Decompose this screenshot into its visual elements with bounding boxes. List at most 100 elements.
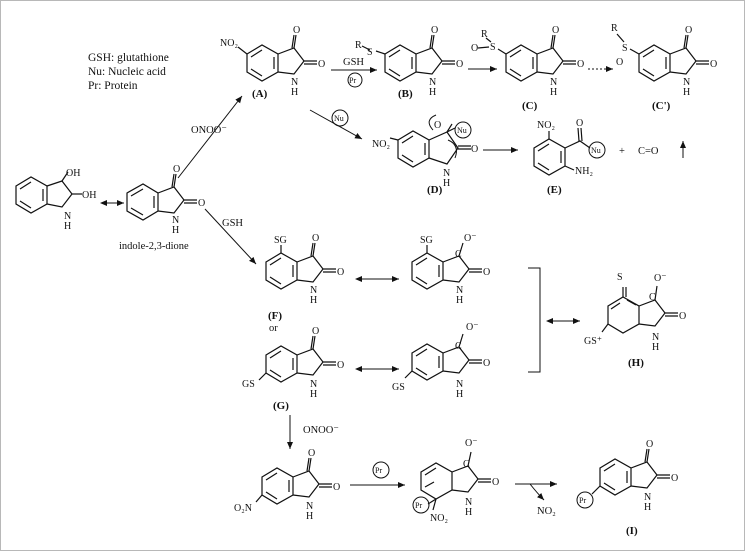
no2-loss-arrow (529, 483, 545, 501)
atom-o: O (471, 144, 478, 155)
label-B: (B) (398, 88, 413, 100)
reagent-onoo-top: ONOO⁻ (191, 125, 227, 136)
atom-sg: SG (420, 235, 433, 246)
atom-h: H (310, 389, 317, 400)
atom-h: H (550, 87, 557, 98)
isatin-name: indole-2,3-dione (119, 241, 189, 252)
atom-h: H (465, 507, 472, 518)
arrow-to-F (204, 208, 257, 265)
atom-o: O (431, 25, 438, 36)
atom-pr: Pr (579, 496, 586, 505)
atom-r: R (481, 29, 488, 40)
pr-circle-I (576, 491, 594, 509)
reagent-no2-loss: NO₂ (537, 506, 556, 517)
atom-h: H (429, 87, 436, 98)
bond-r-s (361, 45, 371, 51)
atom-n: N (443, 168, 450, 179)
atom-h: H (172, 225, 179, 236)
atom-o: O (337, 267, 344, 278)
pr-circle-adduct (412, 496, 430, 514)
legend-nu: Nu: Nucleic acid (88, 66, 166, 78)
atom-o: O (710, 59, 717, 70)
atom-n: N (291, 77, 298, 88)
atom-n: N (644, 492, 651, 503)
compound-A: NO₂ O O N H (A) (220, 25, 325, 100)
atom-c: C (649, 292, 656, 303)
atom-h: H (456, 389, 463, 400)
label-F: (F) (268, 310, 282, 322)
atom-o: O (492, 477, 499, 488)
atom-n: N (306, 501, 313, 512)
atom-h: H (683, 87, 690, 98)
atom-oh-2: OH (82, 190, 96, 201)
label-I: (I) (626, 525, 638, 537)
atom-o: O (434, 120, 441, 131)
atom-n: N (310, 285, 317, 296)
label-C: (C) (522, 100, 538, 112)
compound-E: Nu NO₂ O NH₂ (E) (533, 118, 606, 196)
atom-c: C (455, 341, 462, 352)
atom-pr: Pr (415, 501, 422, 510)
reagent-gsh-mid: GSH (222, 218, 243, 229)
dihydroxyindole-structure: OH OH N H (15, 168, 96, 232)
atom-r: R (355, 40, 362, 51)
atom-n: N (64, 211, 71, 222)
compound-pr-adduct: Pr NO₂ C O⁻ O N H (412, 438, 499, 524)
atom-o: O (552, 25, 559, 36)
atom-o-minus: O⁻ (466, 322, 479, 333)
nu-circle-D (454, 121, 472, 139)
curved-arrow (428, 114, 437, 131)
compound-B: O O N H (B) (375, 25, 463, 100)
atom-o: O (198, 198, 205, 209)
legend: GSH: glutathione Nu: Nucleic acid Pr: Pr… (88, 51, 169, 93)
bracket (528, 267, 541, 373)
atom-o: O (679, 311, 686, 322)
compound-D: Nu O NO₂ O N H (D) (372, 114, 478, 196)
atom-o-minus: O⁻ (654, 273, 667, 284)
atom-o: O (456, 59, 463, 70)
atom-s-top: S (617, 272, 623, 283)
atom-o: O (337, 360, 344, 371)
atom-nu: Nu (457, 126, 467, 135)
atom-n: N (310, 379, 317, 390)
label-H: (H) (628, 357, 644, 369)
atom-s: S (490, 42, 496, 53)
atom-o: O (685, 25, 692, 36)
reagent-gsh-top: GSH (343, 57, 364, 68)
label-E: (E) (547, 184, 562, 196)
atom-gs-plus: GS⁺ (584, 336, 602, 347)
co-product: C=O (638, 146, 659, 157)
atom-no2: NO₂ (430, 513, 448, 524)
atom-s: S (367, 47, 373, 58)
nu-circle-E (588, 141, 606, 159)
atom-n: N (172, 215, 179, 226)
isatin-structure: O O N H indole-2,3-dione (119, 164, 205, 252)
compound-F-resonance: SG C O⁻ O N H (411, 233, 490, 306)
atom-oh-3: OH (66, 168, 80, 179)
nu-circle (331, 109, 349, 127)
atom-r: R (611, 23, 618, 34)
atom-s: S (622, 43, 628, 54)
atom-c: C (463, 459, 470, 470)
atom-o: O (646, 439, 653, 450)
compound-I: Pr O O N H (I) (576, 439, 678, 537)
atom-o: O (308, 448, 315, 459)
arrow-to-A (177, 95, 243, 179)
atom-nu: Nu (591, 146, 601, 155)
pr-circle (347, 72, 363, 88)
atom-n: N (429, 77, 436, 88)
atom-o2n: O₂N (234, 503, 252, 514)
compound-C: R S O O O N H (C) (471, 25, 584, 112)
atom-h: H (310, 295, 317, 306)
plus: + (619, 146, 625, 157)
atom-o: O (173, 164, 180, 175)
compound-6-nitroisatin: O₂N O O N H (234, 448, 340, 522)
atom-o: O (471, 43, 478, 54)
atom-o: O (671, 473, 678, 484)
reagent-onoo-bottom: ONOO⁻ (303, 425, 339, 436)
atom-o: O (577, 59, 584, 70)
atom-o: O (483, 267, 490, 278)
atom-o: O (312, 233, 319, 244)
atom-n: N (652, 332, 659, 343)
